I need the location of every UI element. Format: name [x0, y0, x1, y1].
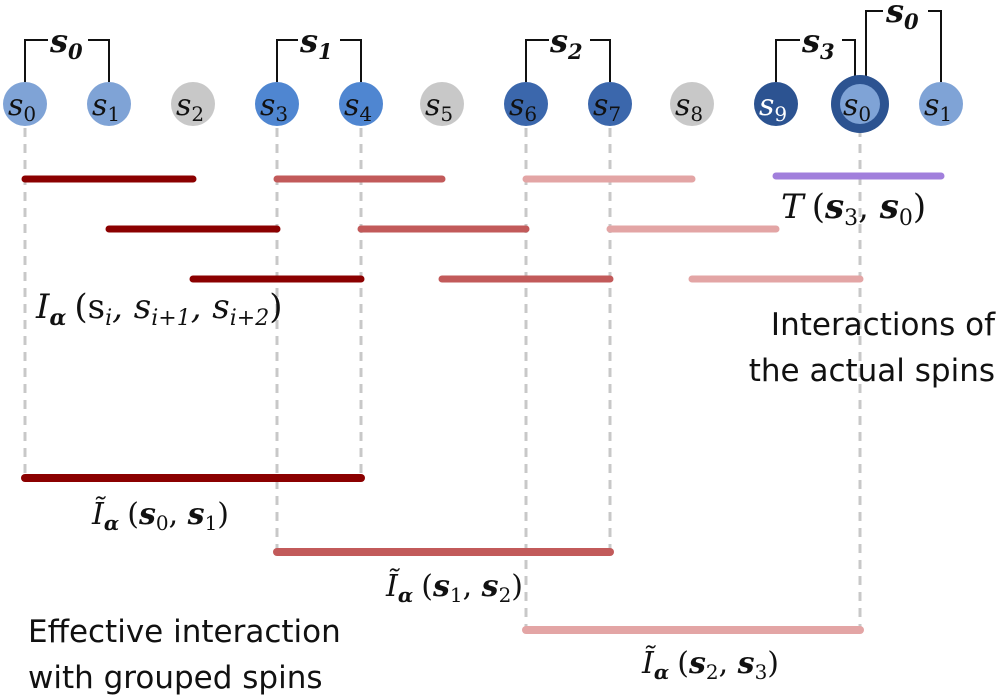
spin-circle-8: s8	[670, 82, 714, 126]
svg-text:s9: s9	[759, 88, 787, 126]
bracket-s2-right	[590, 39, 611, 82]
bracket-s1	[276, 39, 298, 82]
three-body-interactions	[21, 172, 945, 283]
i-alpha-label: Iα(si, si+1, si+2)	[35, 287, 283, 331]
spin-circle-9: s9	[754, 82, 798, 126]
bracket-s0-top-right	[928, 10, 942, 82]
tilde-label-23: Ĩα(s2, s3)	[641, 645, 779, 684]
effective-line-2: with grouped spins	[28, 660, 323, 696]
tilde-label-01: Ĩα(s0, s1)	[91, 496, 229, 535]
grouping-brackets	[24, 10, 942, 82]
actual-spins-line-2: the actual spins	[749, 353, 995, 389]
bracket-label-2: s2	[549, 22, 583, 64]
spin-circle-3: s3	[255, 82, 299, 126]
effective-interactions	[21, 474, 864, 634]
spin-circle-0: s0	[3, 82, 47, 126]
svg-text:s4: s4	[344, 88, 372, 126]
spin-row: s0 s1 s2 s3 s4 s5 s6 s7	[3, 75, 963, 133]
svg-text:s1: s1	[92, 88, 120, 126]
svg-text:s0: s0	[843, 88, 871, 126]
t-label: T(s3, s0)	[781, 187, 926, 231]
bracket-s2	[525, 39, 549, 82]
spin-circle-11: s1	[919, 82, 963, 126]
svg-text:s5: s5	[425, 88, 453, 126]
effective-line-1: Effective interaction	[28, 614, 341, 650]
actual-spins-line-1: Interactions of	[771, 307, 996, 343]
spin-circle-2: s2	[171, 82, 215, 126]
svg-text:s1: s1	[924, 88, 952, 126]
spin-circle-1: s1	[87, 82, 131, 126]
bracket-label-3: s3	[801, 22, 835, 64]
spin-circle-5: s5	[420, 82, 464, 126]
svg-text:s6: s6	[509, 88, 537, 126]
bracket-s0	[24, 39, 48, 82]
svg-text:s2: s2	[176, 88, 204, 126]
tilde-label-12: Ĩα(s1, s2)	[385, 568, 523, 607]
svg-text:s0: s0	[8, 88, 36, 126]
svg-text:s8: s8	[675, 88, 703, 126]
svg-text:s7: s7	[593, 88, 621, 126]
spin-circle-7: s7	[588, 82, 632, 126]
bracket-s0-top	[865, 10, 883, 82]
bracket-s3-right	[842, 39, 856, 82]
bracket-label-1: s1	[299, 22, 333, 64]
bracket-label-0: s0	[49, 22, 83, 64]
spin-circle-6: s6	[504, 82, 548, 126]
bracket-s3	[775, 39, 800, 82]
bracket-s1-right	[340, 39, 362, 82]
spin-circle-10: s0	[831, 75, 889, 133]
svg-text:s3: s3	[260, 88, 288, 126]
bracket-labels: s0 s1 s2 s3 s0	[49, 0, 919, 64]
spin-circle-4: s4	[339, 82, 383, 126]
bracket-s0-right	[88, 39, 110, 82]
bracket-label-4: s0	[885, 0, 919, 34]
